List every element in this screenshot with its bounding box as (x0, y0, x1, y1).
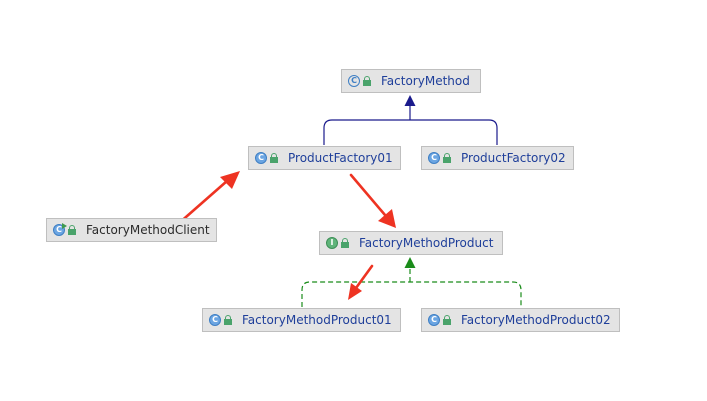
node-label: ProductFactory02 (461, 151, 566, 165)
node-label: FactoryMethodProduct (359, 236, 494, 250)
red-arrow-product-to-product01-head (348, 283, 362, 300)
runnable-class-icon: C (53, 223, 67, 236)
annotation-arrows (176, 171, 396, 300)
node-label: FactoryMethodProduct02 (461, 313, 611, 327)
abstract-class-icon: C (348, 75, 360, 87)
node-factorymethod[interactable]: C FactoryMethod (341, 69, 481, 93)
implements-edges (301, 268, 522, 307)
lock-icon (363, 76, 371, 86)
lock-icon (443, 153, 451, 163)
lock-icon (68, 225, 76, 235)
extends-edges (323, 104, 498, 145)
lock-icon (341, 238, 349, 248)
class-icon: C (255, 152, 267, 164)
lock-icon (224, 315, 232, 325)
interface-icon: I (326, 237, 338, 249)
red-arrow-client-to-factory01-head (220, 171, 240, 189)
extends-arrowhead (404, 95, 416, 106)
red-arrow-product-to-product01-shaft (354, 264, 374, 290)
red-arrow-client-to-factory01-shaft (176, 179, 229, 226)
class-icon: C (209, 314, 221, 326)
edge-product01-implements-product (301, 281, 522, 307)
node-productfactory02[interactable]: C ProductFactory02 (421, 146, 574, 170)
node-factorymethodproduct[interactable]: I FactoryMethodProduct (319, 231, 503, 255)
node-factorymethodproduct01[interactable]: C FactoryMethodProduct01 (202, 308, 401, 332)
node-label: FactoryMethodClient (86, 223, 210, 237)
edge-productfactory01-extends-factorymethod (323, 119, 498, 145)
node-factorymethodproduct02[interactable]: C FactoryMethodProduct02 (421, 308, 620, 332)
node-label: FactoryMethodProduct01 (242, 313, 392, 327)
red-arrow-factory01-to-product-shaft (349, 173, 387, 217)
class-icon: C (428, 314, 440, 326)
red-arrow-factory01-to-product-head (378, 209, 396, 228)
node-productfactory01[interactable]: C ProductFactory01 (248, 146, 401, 170)
lock-icon (270, 153, 278, 163)
implements-arrowhead (404, 257, 416, 268)
lock-icon (443, 315, 451, 325)
node-factorymethodclient[interactable]: C FactoryMethodClient (46, 218, 217, 242)
node-label: FactoryMethod (381, 74, 470, 88)
class-icon: C (428, 152, 440, 164)
node-label: ProductFactory01 (288, 151, 393, 165)
